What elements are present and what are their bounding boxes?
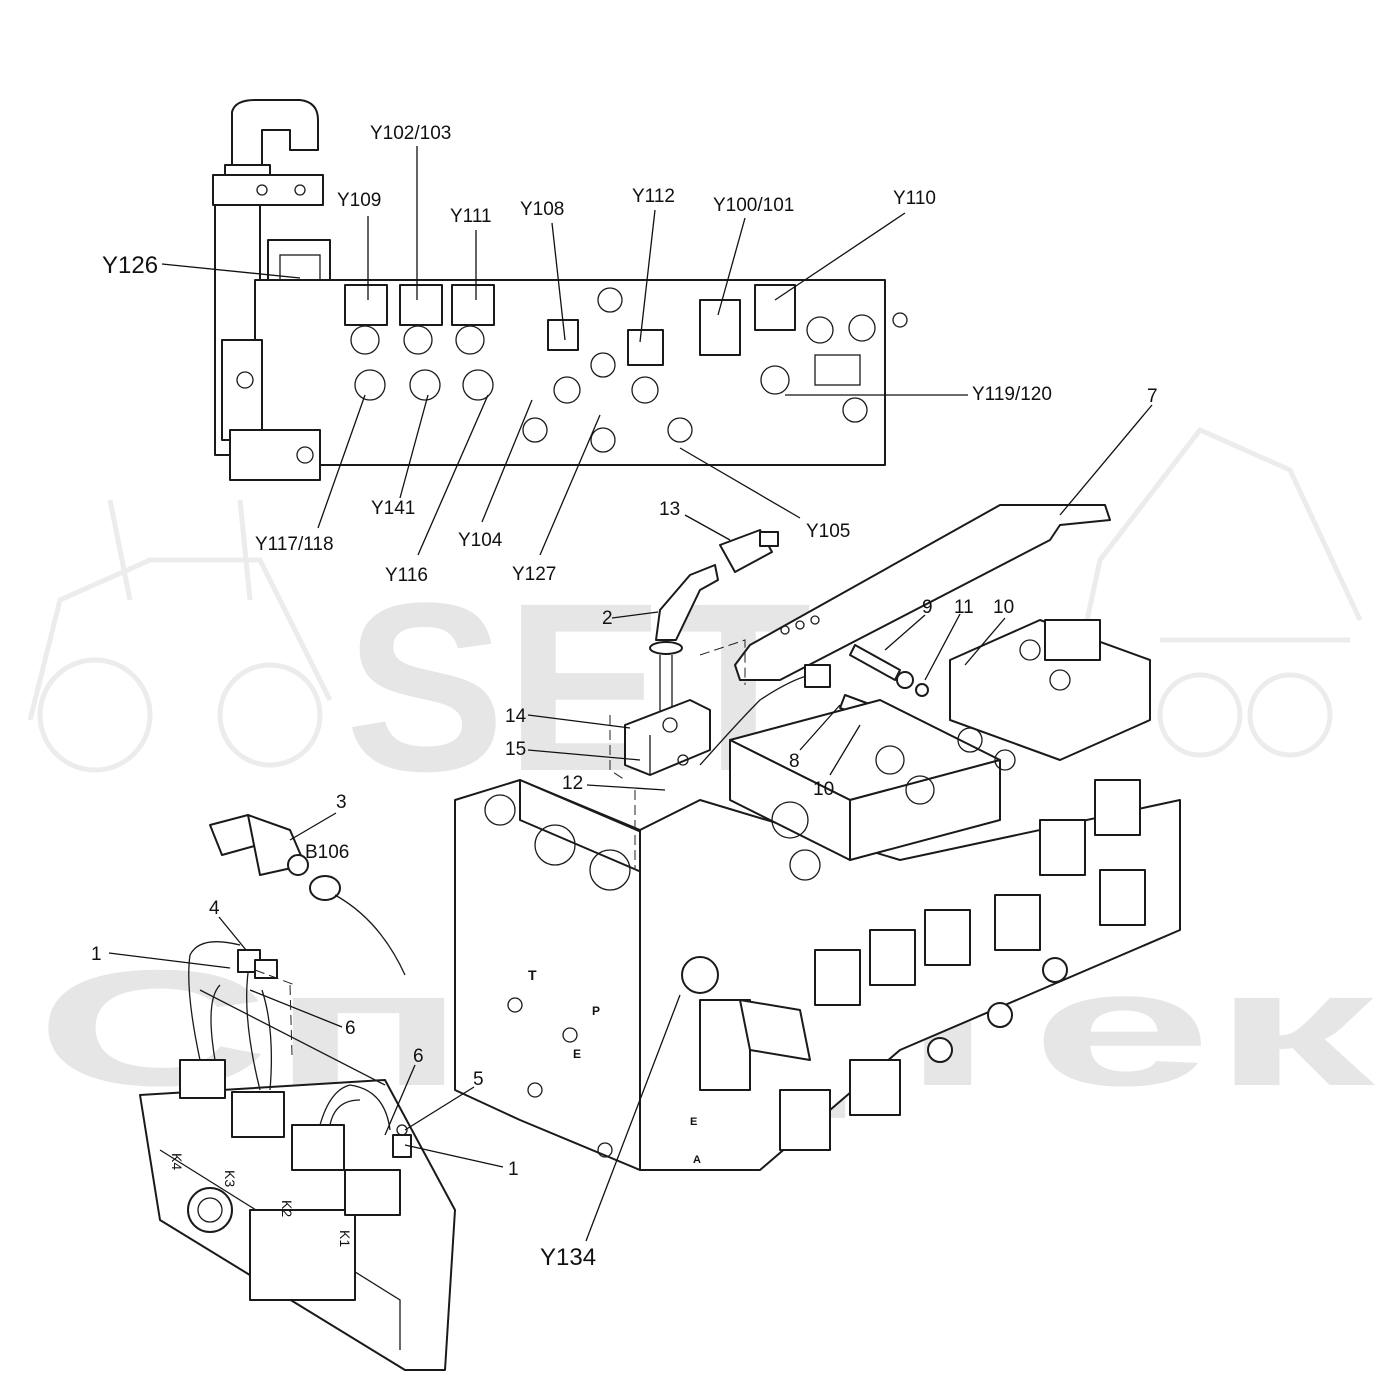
callout-9: 9 [922, 597, 933, 618]
callout-14: 14 [505, 706, 527, 727]
callout-y102-103: Y102/103 [370, 123, 451, 144]
callout-7: 7 [1147, 386, 1158, 407]
watermark-tractor-left [27, 499, 333, 773]
port-label-p: P [592, 1004, 600, 1018]
callout-y108: Y108 [520, 199, 564, 220]
callout-y109: Y109 [337, 190, 381, 211]
mounting-bracket-7 [734, 504, 1111, 681]
callout-y105: Y105 [806, 521, 850, 542]
callout-5: 5 [473, 1069, 484, 1090]
valve-ports-main [484, 639, 1071, 1158]
ground-clamp-4 [237, 949, 278, 979]
assembly-axes [254, 639, 746, 1056]
solenoid-y134 [699, 999, 751, 1091]
callout-y134: Y134 [540, 1244, 596, 1271]
pressure-sensor-b106 [209, 814, 406, 976]
port-label-a: A [693, 1154, 701, 1166]
callout-12: 12 [562, 773, 583, 794]
ecu-marking-k1: K1 [337, 1230, 353, 1247]
elbow-fitting [231, 99, 319, 171]
leader-lines [108, 146, 1153, 1242]
ecu-controller: K4 K3 K2 K1 [139, 941, 456, 1371]
sensor-cable [699, 674, 811, 766]
connector-k1 [344, 1169, 401, 1216]
ecu-diagnostic-port [187, 1187, 233, 1233]
callout-y112: Y112 [632, 186, 675, 207]
pressure-fitting-assembly [649, 529, 779, 720]
callout-1-clip: 1 [508, 1159, 519, 1180]
port-label-t: T [528, 967, 537, 983]
callout-y126: Y126 [102, 252, 158, 279]
ecu-marking-k4: K4 [169, 1153, 185, 1170]
washer-11 [896, 671, 914, 689]
main-valve-bank: T P E E A [454, 619, 1181, 1171]
connector-k2 [291, 1124, 345, 1171]
block-14-15 [624, 699, 711, 776]
connector-k4 [179, 1059, 226, 1099]
connector-k3 [231, 1091, 285, 1138]
valve-ports [350, 287, 908, 453]
callout-y116: Y116 [385, 565, 428, 586]
top-bracket [212, 174, 324, 206]
callout-y117-118: Y117/118 [255, 534, 334, 555]
callout-10-lower: 10 [813, 779, 834, 800]
port-label-e-lower: E [690, 1116, 697, 1128]
callout-y141: Y141 [371, 498, 415, 519]
callout-labels: Y126 Y109 Y102/103 Y111 Y108 Y112 Y100/1… [91, 123, 1158, 1271]
callout-6-lower: 6 [413, 1046, 424, 1067]
callout-2: 2 [602, 608, 613, 629]
callout-1-harness: 1 [91, 944, 102, 965]
port-label-e: E [573, 1047, 581, 1061]
callout-6-upper: 6 [345, 1018, 356, 1039]
callout-y100-101: Y100/101 [713, 195, 794, 216]
callout-y111: Y111 [450, 206, 492, 227]
ecu-marking-k3: K3 [222, 1170, 238, 1187]
callout-13: 13 [659, 499, 680, 520]
solenoid-coils [681, 779, 1146, 1151]
ecu-label-plate [249, 1209, 356, 1301]
callout-15: 15 [505, 739, 526, 760]
callout-b106: B106 [305, 842, 349, 863]
callout-y104: Y104 [458, 530, 503, 551]
callout-10-upper: 10 [993, 597, 1014, 618]
ecu-marking-k2: K2 [279, 1200, 295, 1217]
sensor-b106-cable [334, 894, 406, 976]
callout-y119-120: Y119/120 [972, 384, 1052, 405]
elbow-tube-2 [655, 564, 719, 641]
ecu-connectors [179, 1059, 401, 1216]
callout-4: 4 [209, 898, 220, 919]
callout-y110: Y110 [893, 188, 936, 209]
callout-11: 11 [954, 597, 974, 618]
callout-8: 8 [789, 751, 800, 772]
nut-10a [915, 683, 929, 697]
cable-clip-5 [392, 1124, 412, 1158]
bolt-9 [849, 644, 901, 681]
connector-plug [804, 664, 831, 688]
callout-y127: Y127 [512, 564, 556, 585]
watermark-excavator-right [1067, 426, 1363, 758]
top-valve-block [212, 99, 908, 481]
callout-3: 3 [336, 792, 347, 813]
